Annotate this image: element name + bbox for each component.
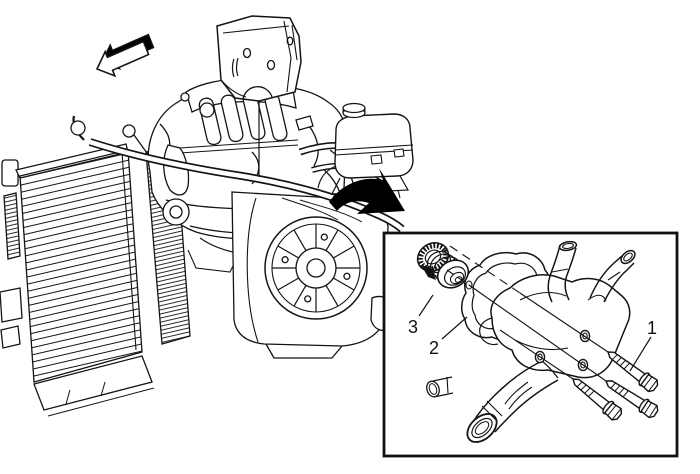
housing-pipe-left <box>547 240 578 303</box>
direction-arrow-icon <box>95 33 155 78</box>
dipstick-ring <box>122 124 136 138</box>
callout-1-leader <box>629 336 652 372</box>
callout-3-label: 3 <box>408 317 418 337</box>
callout-1-label: 1 <box>647 318 657 338</box>
callout-2-label: 2 <box>429 338 439 358</box>
housing-pipe-right <box>587 249 636 303</box>
torque-converter <box>264 216 368 320</box>
callouts: 3 2 1 <box>408 294 657 372</box>
condenser-left-fittings <box>0 159 23 349</box>
radiator <box>15 115 155 417</box>
transmission <box>231 191 393 359</box>
rotation-arrow-icon <box>329 168 405 214</box>
mount-bracket-part <box>216 15 302 177</box>
thermostat-housing <box>426 240 636 443</box>
radiator-cap <box>70 120 86 136</box>
callout-3-leader <box>418 294 434 317</box>
inset-detail-box: 3 2 1 <box>382 231 679 458</box>
pulley <box>162 198 190 226</box>
housing-outlet-pipe <box>426 355 559 443</box>
thermostat-part <box>416 242 470 289</box>
callout-2-leader <box>441 316 468 340</box>
alignment-lines <box>446 245 609 382</box>
housing-stub-fitting <box>426 376 454 398</box>
lift-eye-bracket <box>163 144 190 196</box>
oil-cap <box>199 102 215 118</box>
engine-assembly-illustration <box>0 15 414 417</box>
radiator-skirt <box>33 355 153 411</box>
coolant-reservoir <box>317 102 414 203</box>
